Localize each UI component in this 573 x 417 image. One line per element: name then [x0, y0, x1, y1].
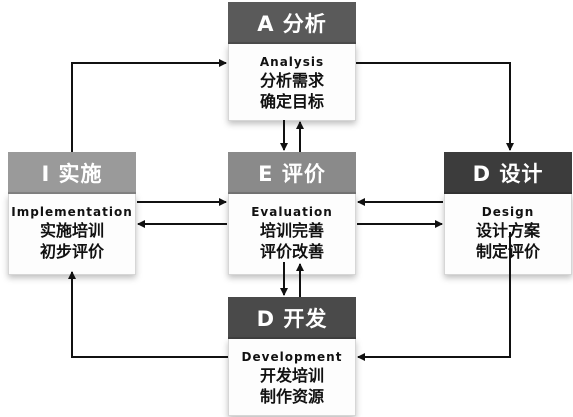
analysis-node: A 分析 Analysis 分析需求 确定目标 — [228, 2, 356, 121]
arrow-implementation-to-analysis — [71, 59, 227, 152]
implementation-body: Implementation 实施培训 初步评价 — [8, 194, 136, 275]
design-body: Design 设计方案 制定评价 — [444, 194, 572, 275]
development-body: Development 开发培训 制作资源 — [228, 339, 356, 416]
implementation-header: I 实施 — [8, 152, 136, 194]
evaluation-body: Evaluation 培训完善 评价改善 — [228, 194, 356, 275]
implementation-english-label: Implementation — [11, 205, 133, 219]
analysis-header: A 分析 — [228, 2, 356, 44]
analysis-english-label: Analysis — [259, 55, 325, 69]
implementation-node: I 实施 Implementation 实施培训 初步评价 — [8, 152, 136, 275]
development-english-label: Development — [241, 350, 343, 364]
arrow-development-to-implementation — [68, 271, 228, 358]
implementation-line-1: 实施培训 — [39, 221, 104, 240]
development-line-1: 开发培训 — [259, 366, 324, 385]
design-english-label: Design — [481, 205, 535, 219]
design-line-1: 设计方案 — [475, 221, 540, 240]
evaluation-header: E 评价 — [228, 152, 356, 194]
analysis-line-1: 分析需求 — [259, 71, 324, 90]
evaluation-english-label: Evaluation — [251, 205, 333, 219]
evaluation-line-1: 培训完善 — [259, 221, 324, 240]
arrow-analysis-to-design — [356, 62, 514, 151]
development-node: D 开发 Development 开发培训 制作资源 — [228, 297, 356, 416]
arrow-design-to-development — [357, 232, 511, 361]
design-line-2: 制定评价 — [475, 242, 540, 261]
design-header: D 设计 — [444, 152, 572, 194]
development-header: D 开发 — [228, 297, 356, 339]
implementation-line-2: 初步评价 — [39, 242, 104, 261]
evaluation-line-2: 评价改善 — [259, 242, 324, 261]
development-line-2: 制作资源 — [259, 387, 324, 406]
design-node: D 设计 Design 设计方案 制定评价 — [444, 152, 572, 275]
analysis-line-2: 确定目标 — [259, 92, 324, 111]
analysis-body: Analysis 分析需求 确定目标 — [228, 44, 356, 121]
evaluation-node: E 评价 Evaluation 培训完善 评价改善 — [228, 152, 356, 275]
